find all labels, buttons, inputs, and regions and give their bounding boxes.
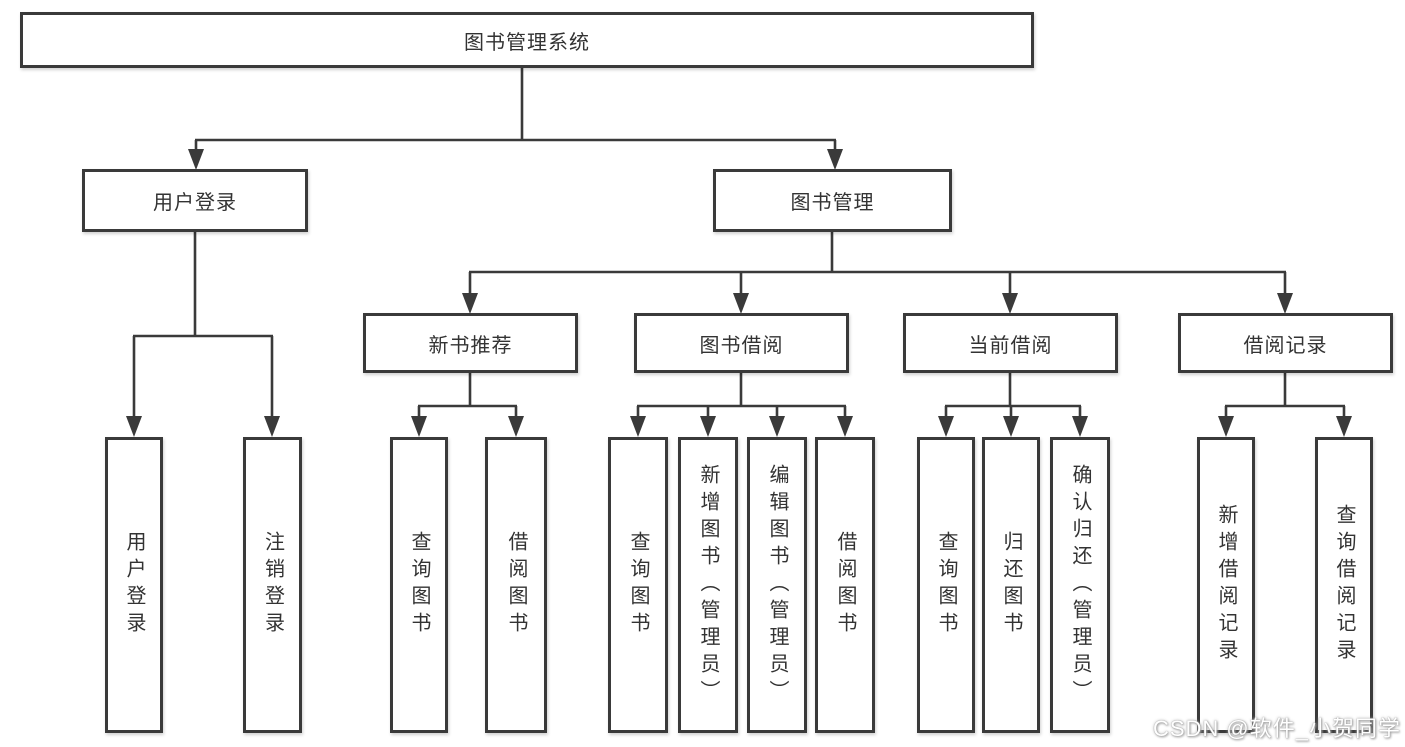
node-label: 图书管理 <box>790 192 875 214</box>
node-book-borrowing: 图书借阅 <box>634 313 849 373</box>
node-label: 归还图书 <box>1000 531 1022 639</box>
node-label: 确认归还（管理员） <box>1069 463 1091 707</box>
node-label: 借阅记录 <box>1243 334 1328 357</box>
leaf-borrow-add-books-admin: 新增图书（管理员） <box>678 437 738 733</box>
node-label: 新增图书（管理员） <box>697 463 719 707</box>
leaf-records-add-record: 新增借阅记录 <box>1197 437 1255 733</box>
node-label: 用户登录 <box>123 531 145 639</box>
node-label: 新书推荐 <box>428 334 513 357</box>
node-label: 图书借阅 <box>699 334 784 357</box>
node-label: 新增借阅记录 <box>1215 504 1237 666</box>
leaf-current-query-books: 查询图书 <box>917 437 975 733</box>
node-book-management: 图书管理 <box>713 169 952 232</box>
leaf-user-login: 用户登录 <box>105 437 163 733</box>
leaf-logout: 注销登录 <box>243 437 302 733</box>
leaf-borrow-borrow-books: 借阅图书 <box>815 437 875 733</box>
node-label: 编辑图书（管理员） <box>766 463 788 707</box>
leaf-current-return-books: 归还图书 <box>982 437 1040 733</box>
node-user-login: 用户登录 <box>82 169 308 232</box>
leaf-records-query-record: 查询借阅记录 <box>1315 437 1373 733</box>
node-label: 借阅图书 <box>834 531 856 639</box>
node-label: 注销登录 <box>261 531 284 639</box>
node-borrowing-records: 借阅记录 <box>1178 313 1393 373</box>
node-label: 图书管理系统 <box>464 31 590 54</box>
leaf-borrow-edit-books-admin: 编辑图书（管理员） <box>747 437 807 733</box>
node-label: 查询图书 <box>935 531 957 639</box>
node-label: 查询借阅记录 <box>1333 504 1355 666</box>
node-label: 借阅图书 <box>505 531 527 639</box>
leaf-newbook-query-books: 查询图书 <box>390 437 448 733</box>
leaf-borrow-query-books: 查询图书 <box>608 437 668 733</box>
node-current-borrowing: 当前借阅 <box>903 313 1118 373</box>
node-label: 查询图书 <box>408 531 430 639</box>
node-label: 当前借阅 <box>968 334 1053 357</box>
node-library-management-system: 图书管理系统 <box>20 12 1034 68</box>
leaf-newbook-borrow-books: 借阅图书 <box>485 437 547 733</box>
node-label: 用户登录 <box>153 192 237 214</box>
node-new-book-recommendation: 新书推荐 <box>363 313 578 373</box>
leaf-current-confirm-return-admin: 确认归还（管理员） <box>1050 437 1110 733</box>
node-label: 查询图书 <box>627 531 649 639</box>
